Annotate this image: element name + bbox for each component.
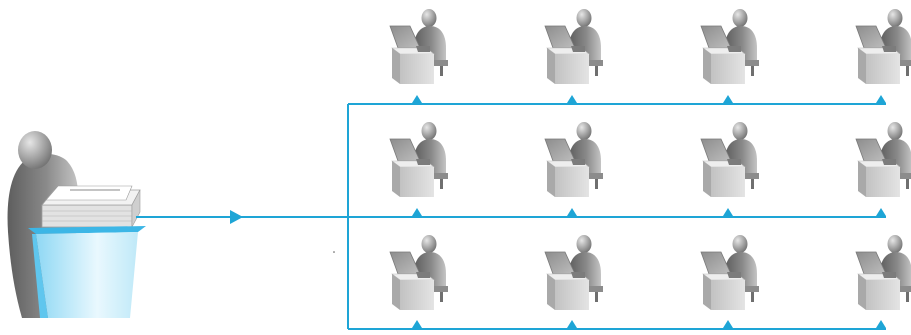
connection-marker-icon	[723, 320, 733, 328]
worker-row-2	[389, 121, 911, 198]
person-at-computer-desk-icon	[389, 8, 449, 85]
worker-row-1	[389, 8, 911, 85]
connection-marker-icon	[567, 95, 577, 103]
connection-marker-icon	[412, 95, 422, 103]
connection-markers	[412, 95, 886, 328]
person-at-computer-desk-icon	[700, 8, 760, 85]
person-at-computer-desk-icon	[855, 8, 911, 85]
connection-marker-icon	[723, 95, 733, 103]
person-at-computer-desk-icon	[544, 8, 604, 85]
person-at-computer-desk-icon	[389, 121, 449, 198]
connection-marker-icon	[567, 208, 577, 216]
person-at-computer-desk-icon	[700, 234, 760, 311]
worker-row-3	[389, 234, 911, 311]
arrowhead-icon	[230, 210, 243, 224]
person-at-computer-desk-icon	[544, 121, 604, 198]
connector-lines	[136, 103, 886, 330]
connection-marker-icon	[876, 320, 886, 328]
presenter-at-podium-icon	[7, 131, 146, 318]
connection-marker-icon	[412, 320, 422, 328]
person-at-computer-desk-icon	[855, 121, 911, 198]
connection-marker-icon	[876, 95, 886, 103]
connection-marker-icon	[876, 208, 886, 216]
paper-stack-icon	[41, 185, 141, 228]
stray-dot	[333, 251, 335, 253]
connection-marker-icon	[567, 320, 577, 328]
person-at-computer-desk-icon	[389, 234, 449, 311]
connection-marker-icon	[723, 208, 733, 216]
person-at-computer-desk-icon	[544, 234, 604, 311]
person-at-computer-desk-icon	[700, 121, 760, 198]
connection-marker-icon	[412, 208, 422, 216]
person-at-computer-desk-icon	[855, 234, 911, 311]
